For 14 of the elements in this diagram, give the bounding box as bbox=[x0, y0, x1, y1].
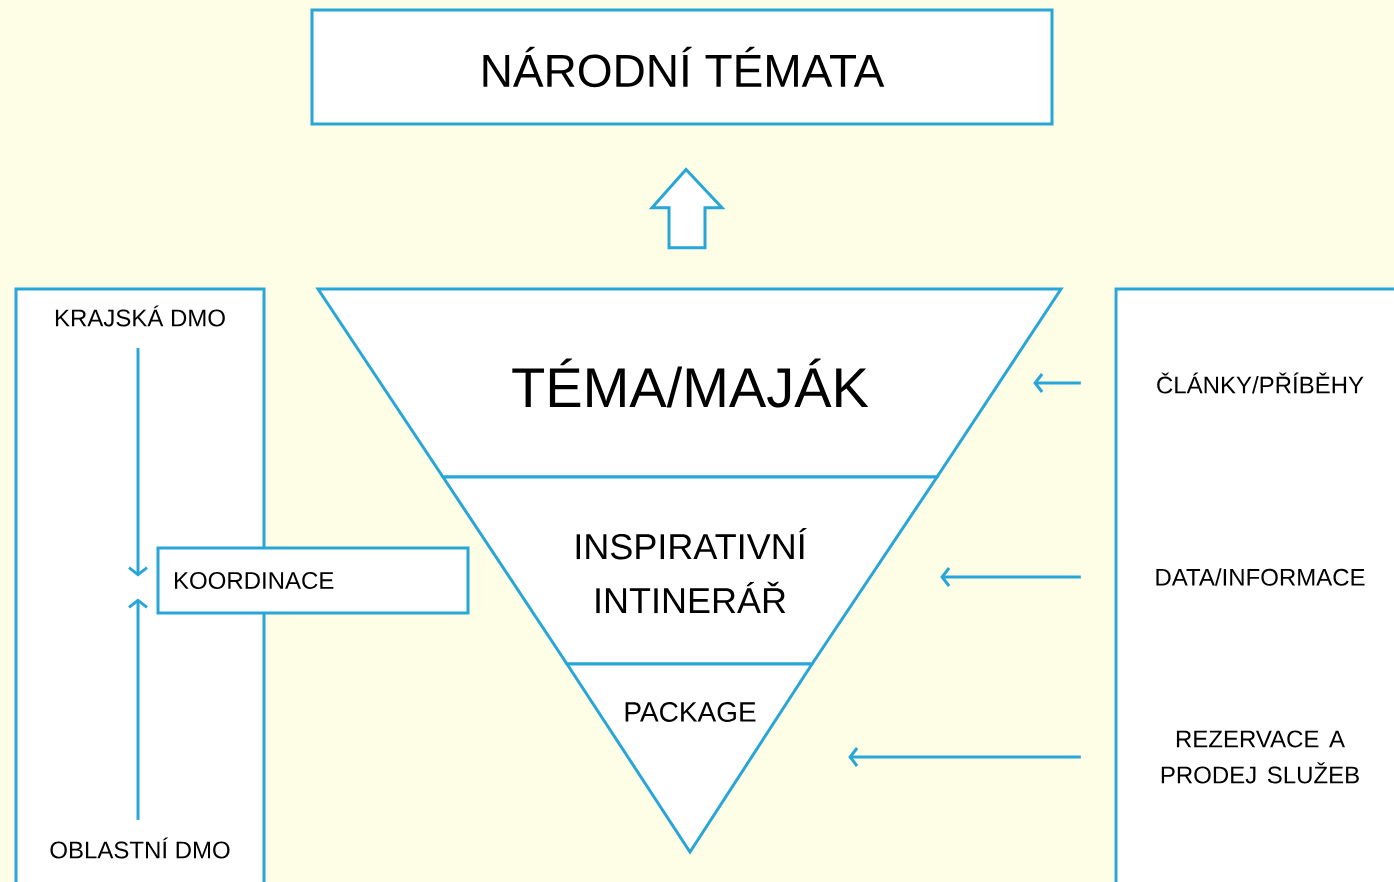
block-arrow bbox=[648, 167, 726, 250]
panel-label: DATA/INFORMACE bbox=[1156, 568, 1365, 586]
arrow bbox=[128, 348, 148, 577]
arrow bbox=[128, 598, 148, 820]
side-panel bbox=[1114, 287, 1394, 882]
arrow bbox=[848, 747, 1081, 767]
title-box: NÁRODNÍ TÉMATA bbox=[310, 8, 1054, 126]
panel-label: REZERVACE A PRODEJ SLUŽEB bbox=[1161, 730, 1359, 784]
panel-label: ČLÁNKY/PŘÍBĚHY bbox=[1157, 372, 1364, 394]
panel-label: OBLASTNÍ DMO bbox=[50, 837, 230, 859]
arrow bbox=[1033, 373, 1081, 393]
panel-label: KRAJSKÁ DMO bbox=[55, 305, 225, 327]
arrow bbox=[940, 567, 1081, 587]
coordination-box: KOORDINACE bbox=[156, 546, 470, 615]
